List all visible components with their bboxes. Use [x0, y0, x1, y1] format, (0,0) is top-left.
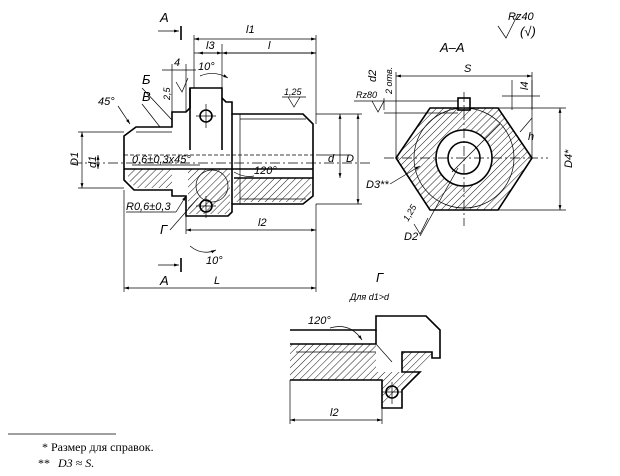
leader-v [141, 103, 161, 128]
main-section-hatch-2 [188, 169, 230, 214]
footnote-1: * Размер для справок. [42, 440, 154, 454]
detail-dim-l2-label: l2 [330, 407, 339, 419]
detail-view: Г Для d1>d 120° l2 [289, 270, 441, 424]
footnote-2-prefix: ** [38, 456, 50, 470]
hex-cross-hole [457, 97, 471, 111]
dim-4-label: 4 [174, 57, 180, 69]
r06-label: R0,6±0,3 [126, 201, 171, 213]
detail-angle-arc [329, 326, 363, 341]
rough-125-label: 1,25 [284, 87, 303, 97]
main-upper-outline [123, 87, 314, 148]
angle-10-bottom-arc [189, 245, 217, 254]
angle-120-label: 120° [254, 165, 277, 177]
dim-l-label: l [268, 40, 271, 52]
rz80-symbol [371, 100, 385, 113]
rough-125-sec-symbol [413, 217, 429, 235]
section-label-top: А [159, 10, 169, 25]
angle-10-top-label: 10° [198, 61, 215, 73]
rough-125-symbol [287, 96, 301, 108]
dim-S-label: S [464, 63, 472, 75]
dim-D2-label: D2 [404, 231, 418, 243]
section-label-bottom: А [159, 273, 169, 288]
section-view: А–А S d2 2 отв. Rz80 l4 h [354, 40, 575, 243]
dim-D-label: D [346, 153, 354, 165]
detail-title: Г [376, 270, 384, 285]
rough-general-check [497, 13, 519, 39]
angle-120-arc [233, 171, 255, 177]
bore-diagonal [451, 123, 501, 173]
rough-25-symbol [175, 77, 189, 93]
rough-125-sec-label: 1,25 [401, 202, 419, 223]
section-title: А–А [439, 40, 465, 55]
dim-l4-label: l4 [519, 81, 531, 90]
dim-D2-leader [419, 167, 459, 237]
dim-D4-label: D4* [563, 149, 575, 168]
main-section-hatch [128, 169, 172, 188]
leader-b [141, 87, 173, 121]
dim-l1-label: l1 [246, 24, 255, 36]
detail-angle-label: 120° [308, 315, 331, 327]
main-section-hatch-3 [234, 178, 311, 202]
r06-leader-2 [175, 195, 187, 213]
dim-l3-label: l3 [206, 40, 215, 52]
holes-label: 2 отв. [384, 67, 394, 95]
label-v: В [142, 89, 151, 104]
detail-cone-line [375, 343, 393, 363]
detail-hatch [290, 344, 432, 408]
dim-D3-label: D3** [366, 179, 389, 191]
chamfer-label: 0,6±0,3x45° [132, 154, 191, 166]
angle-45-label: 45° [98, 96, 115, 108]
dim-d2-label: d2 [367, 70, 379, 82]
dim-l2-label: l2 [258, 217, 267, 229]
rough-general-value: Rz40 [508, 11, 535, 23]
dim-d-label: d [328, 153, 335, 165]
dim-D1-label: D1 [69, 152, 81, 166]
rough-general-symbol: (√) [520, 24, 536, 39]
angle-45-leader [117, 105, 131, 125]
detail-outline [290, 315, 441, 409]
label-b: Б [142, 72, 151, 87]
angle-10-top-arc [199, 73, 229, 79]
dim-h-label: h [528, 131, 534, 143]
detail-g-leader [169, 197, 199, 231]
dim-d1-label: d1 [87, 156, 99, 168]
roughness-general: Rz40 (√) [497, 11, 536, 39]
rz80-label: Rz80 [356, 90, 377, 100]
dim-h-line [519, 117, 533, 133]
detail-g-ref: Г [160, 222, 168, 237]
dim-L-label: L [214, 275, 220, 287]
footnotes: * Размер для справок. ** D3 ≈ S. [8, 433, 154, 470]
angle-10-bottom-label: 10° [206, 255, 223, 267]
main-view: А А l1 l3 l 4 10° Б В 2,5 45° 1,2 [69, 10, 370, 292]
detail-g-circle [195, 169, 229, 203]
footnote-2-text: D3 ≈ S. [57, 456, 94, 470]
dim-D3-leader [389, 165, 421, 185]
hex-hatch [396, 108, 532, 210]
rough-25-label: 2,5 [162, 86, 172, 101]
detail-note: Для d1>d [349, 292, 390, 302]
